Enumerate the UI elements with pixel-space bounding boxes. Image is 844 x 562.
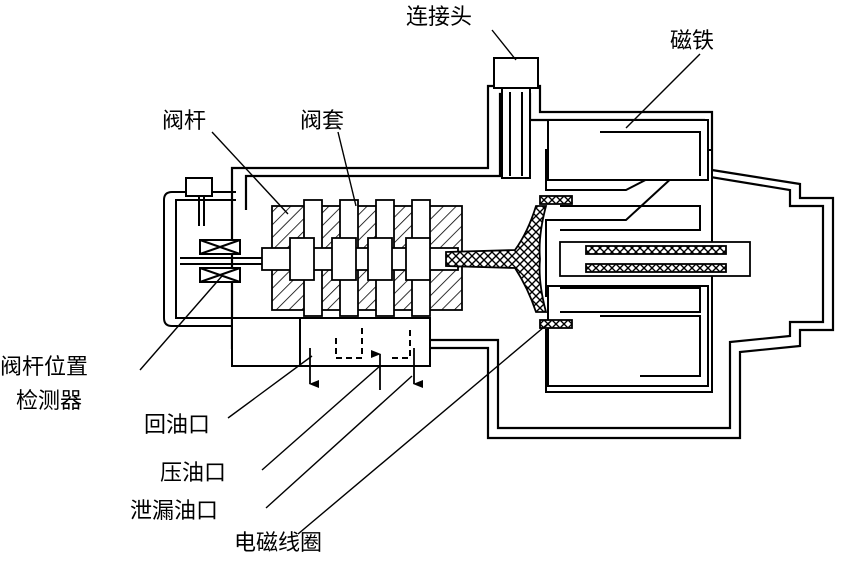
label-leak-port: 泄漏油口 <box>130 499 218 524</box>
label-pressure-port: 压油口 <box>160 461 226 486</box>
port-manifold <box>231 317 431 367</box>
label-return-port: 回油口 <box>144 413 210 438</box>
stem-position-sensor <box>163 177 270 327</box>
connecting-rod <box>445 205 548 313</box>
label-stem-sensor-line1: 阀杆位置 <box>0 355 88 380</box>
magnet <box>545 119 713 393</box>
electromagnetic-coil <box>539 195 751 329</box>
port-arrows <box>309 348 423 390</box>
connector <box>493 57 539 179</box>
label-stem-sensor-line2: 检测器 <box>16 389 82 414</box>
label-valve-stem: 阀杆 <box>162 109 206 134</box>
leader-lines <box>139 29 701 535</box>
labels: 连接头 磁铁 阀杆 阀套 阀杆位置 检测器 回油口 压油口 泄漏油口 电磁线圈 <box>0 5 714 556</box>
label-coil: 电磁线圈 <box>234 531 322 556</box>
label-connector: 连接头 <box>406 5 472 30</box>
label-magnet: 磁铁 <box>670 29 714 54</box>
label-valve-sleeve: 阀套 <box>300 109 344 134</box>
